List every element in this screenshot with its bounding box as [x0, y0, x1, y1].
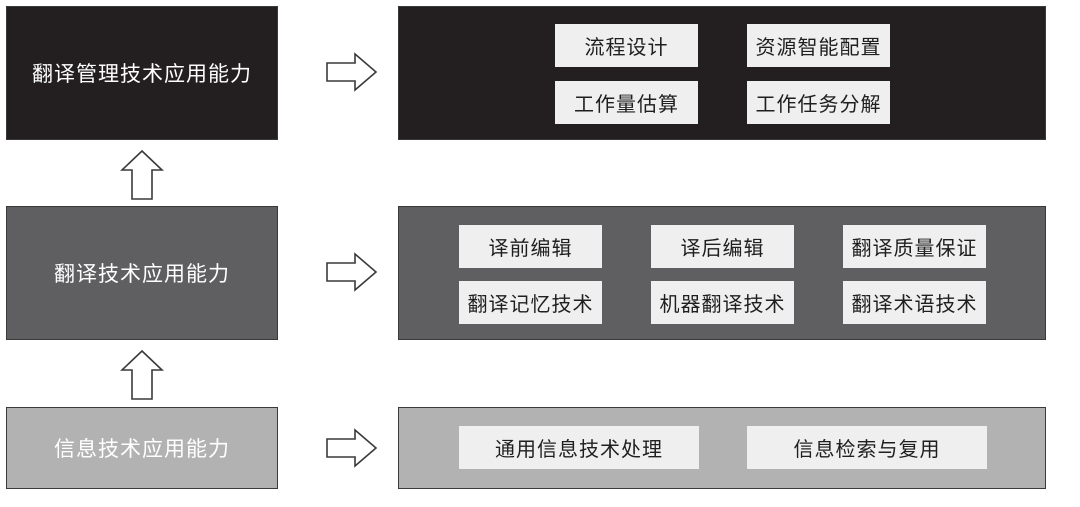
right-arrow-icon — [326, 52, 378, 92]
item-general-it-processing: 通用信息技术处理 — [459, 426, 699, 469]
item-pre-editing: 译前编辑 — [459, 225, 602, 268]
level-bottom-title: 信息技术应用能力 — [54, 437, 230, 461]
level-top-title-box: 翻译管理技术应用能力 — [6, 6, 278, 140]
item-workload-estimation: 工作量估算 — [555, 81, 698, 124]
item-translation-memory: 翻译记忆技术 — [459, 281, 602, 324]
level-top-title: 翻译管理技术应用能力 — [32, 62, 252, 86]
up-arrow-icon — [120, 150, 164, 200]
item-machine-translation: 机器翻译技术 — [651, 281, 794, 324]
level-top-items-panel: 流程设计 资源智能配置 工作量估算 工作任务分解 — [398, 6, 1046, 140]
level-middle-title: 翻译技术应用能力 — [54, 262, 230, 286]
level-bottom-items-panel: 通用信息技术处理 信息检索与复用 — [398, 407, 1046, 489]
level-bottom-title-box: 信息技术应用能力 — [6, 407, 278, 489]
item-resource-allocation: 资源智能配置 — [747, 24, 890, 67]
item-post-editing: 译后编辑 — [651, 225, 794, 268]
item-task-breakdown: 工作任务分解 — [747, 81, 890, 124]
right-arrow-icon — [326, 252, 378, 292]
right-arrow-icon — [326, 428, 378, 468]
item-terminology: 翻译术语技术 — [843, 281, 986, 324]
level-middle-title-box: 翻译技术应用能力 — [6, 206, 278, 340]
level-middle-items-panel: 译前编辑 译后编辑 翻译质量保证 翻译记忆技术 机器翻译技术 翻译术语技术 — [398, 206, 1046, 340]
item-info-retrieval-reuse: 信息检索与复用 — [747, 426, 987, 469]
item-quality-assurance: 翻译质量保证 — [843, 225, 986, 268]
item-process-design: 流程设计 — [555, 24, 698, 67]
up-arrow-icon — [120, 350, 164, 400]
